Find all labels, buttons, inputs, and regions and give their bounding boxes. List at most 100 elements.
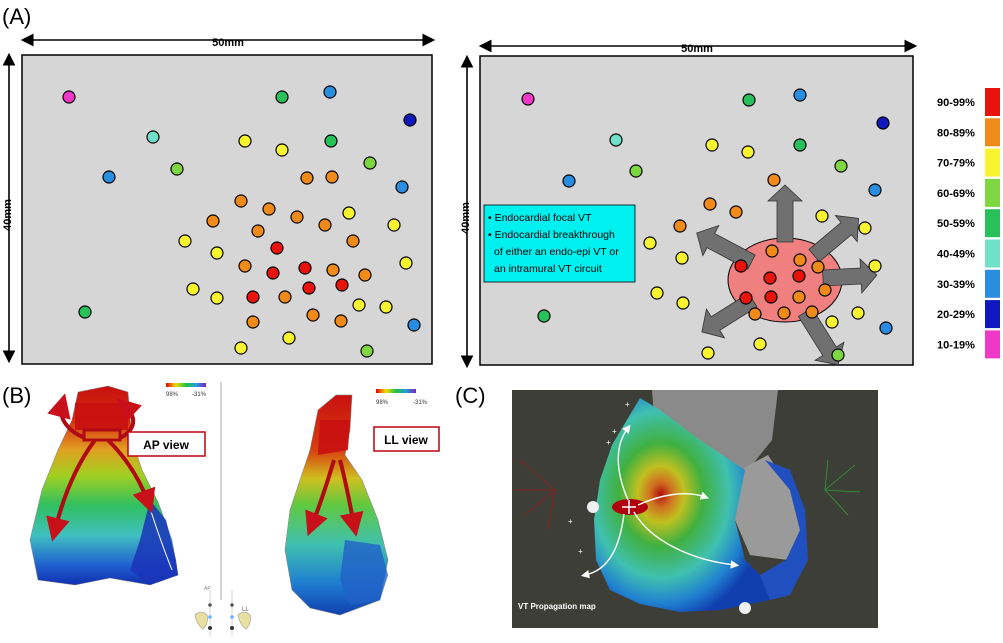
electrode-dot [764,290,778,304]
electrode-dot [246,315,260,329]
electrode-dot [792,269,806,283]
electrode-dot [815,209,829,223]
electrode-dot [346,234,360,248]
width-label-right: 50mm [681,43,713,55]
orient-ray-3 [524,489,556,516]
electrode-dot [300,171,314,185]
ap-view-label: AP view [143,438,189,452]
radiating-arrow [766,184,804,243]
electrode-dot [742,93,756,107]
scale-bar-ap [166,383,206,387]
scale-ap-min: -31% [192,392,207,398]
electrode-dot [234,341,248,355]
electrode-dot [777,306,791,320]
legend-swatch [985,178,1000,207]
electrode-dot [399,256,413,270]
electrode-dot [765,244,779,258]
map-left [21,54,433,365]
electrode-dot [266,266,280,280]
electrode-dot [275,143,289,157]
electrode-dot [102,170,116,184]
electrode-dot [879,321,893,335]
heart-ll-blue-region [340,540,388,605]
heart-propagation-surface [594,398,770,612]
legend-swatch [985,88,1000,116]
electrode-dot [753,337,767,351]
legend-label: 80-89% [937,127,975,139]
scale-bar-ll [376,389,416,393]
scale-ll-max: 98% [376,400,389,406]
legend-label: 70-79% [937,158,975,170]
electrode-dot [234,194,248,208]
electrode-dot [805,305,819,319]
electrode-dot [324,134,338,148]
legend-label: 50-59% [937,218,975,230]
prop-arrow-right [637,491,709,506]
electrode-dot [238,134,252,148]
electrode-dot [335,278,349,292]
mechanism-note-box [483,204,636,283]
electrode-dot [298,261,312,275]
electrode-dot [210,291,224,305]
height-label-left: 40mm [2,199,14,231]
orient-dot-2 [208,615,212,619]
electrode-dot [734,259,748,273]
electrode-dot [868,183,882,197]
legend-swatch [985,300,1000,329]
electrode-dot [352,298,366,312]
electrode-dot [318,218,332,232]
width-label-left: 50mm [212,37,244,49]
electrode-dot [246,290,260,304]
electrode-dot [403,113,417,127]
legend-label: 10-19% [937,339,975,351]
note-line-1: • Endocardial focal VT [488,212,592,224]
orient-label-ap: AP [204,586,211,592]
orient-heart-icon-left [194,611,208,630]
electrode-dot [650,286,664,300]
scale-ll-min: -31% [413,400,428,406]
electrode-dot [729,205,743,219]
sphere-marker-left [587,501,599,513]
ap-arrow-up-left [47,393,86,440]
electrode-dot [323,85,337,99]
prop-arrow-down-left [580,513,625,579]
ap-arrow-down-right [106,438,156,514]
electrode-dot [407,318,421,332]
scale-ap-max: 98% [166,392,179,398]
radiating-arrow [808,215,859,263]
electrode-dot [379,300,393,314]
sparkle-2: + [612,427,617,436]
electrode-dot [262,202,276,216]
electrode-dot [609,133,623,147]
panel-label-a: (A) [2,4,31,29]
sparkle-1: + [625,400,630,409]
electrode-dot [739,291,753,305]
legend-swatch [985,118,1000,147]
electrode-dot [793,253,807,267]
electrode-dot [825,315,839,329]
note-line-2: • Endocardial breakthrough [488,229,615,241]
legend-label: 40-49% [937,249,975,261]
electrode-dot [703,197,717,211]
electrode-dot [741,145,755,159]
prop-arrow-down-right [633,511,740,569]
orient-ray-8 [824,459,829,491]
electrode-dot [62,90,76,104]
ll-arrow-right [338,459,364,537]
note-line-4: an intramural VT circuit [494,263,602,275]
electrode-dot [302,281,316,295]
legend-label: 90-99% [937,97,975,109]
radiating-arrows [696,184,878,366]
electrode-dot [562,174,576,188]
sphere-marker-bottom [739,602,751,614]
legend-label: 30-39% [937,279,975,291]
electrode-dot [868,259,882,273]
electrode-dot [818,283,832,297]
panel-label-b: (B) [2,383,31,408]
sparkle-5: + [578,547,583,556]
electrode-dot [270,241,284,255]
legend-swatch [985,269,1000,298]
legend-swatch [985,148,1000,177]
orient-ray-5 [824,464,856,491]
orient-ray-1 [519,459,556,491]
